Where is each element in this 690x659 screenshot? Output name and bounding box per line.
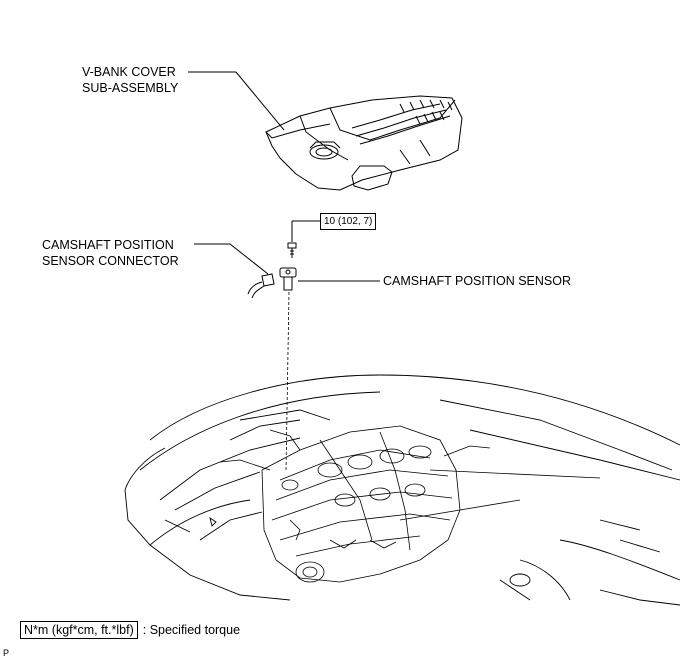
torque-spec-box: 10 (102, 7) xyxy=(320,213,377,230)
legend-description: : Specified torque xyxy=(142,623,241,637)
connector-label-line2: SENSOR CONNECTOR xyxy=(42,254,179,268)
engine xyxy=(219,425,601,583)
sensor-label: CAMSHAFT POSITION SENSOR xyxy=(383,274,571,288)
v-bank-cover-label: V-BANK COVER SUB-ASSEMBLY xyxy=(82,64,178,96)
camshaft-position-sensor xyxy=(279,267,297,291)
engine-bay xyxy=(124,374,681,606)
connector-leader xyxy=(194,243,269,275)
connector-label-line1: CAMSHAFT POSITION xyxy=(42,238,174,252)
v-bank-cover xyxy=(265,95,463,191)
v-bank-cover-label-line2: SUB-ASSEMBLY xyxy=(82,81,179,95)
install-line xyxy=(285,291,290,471)
torque-legend: N*m (kgf*cm, ft.*lbf) : Specified torque xyxy=(20,621,240,639)
bolt xyxy=(287,242,297,258)
connector-label: CAMSHAFT POSITION SENSOR CONNECTOR xyxy=(42,237,179,269)
sensor-connector xyxy=(247,273,275,299)
v-bank-cover-label-line1: V-BANK COVER xyxy=(82,65,176,79)
legend-unit-box: N*m (kgf*cm, ft.*lbf) xyxy=(20,621,138,639)
corner-code: P xyxy=(3,648,10,658)
